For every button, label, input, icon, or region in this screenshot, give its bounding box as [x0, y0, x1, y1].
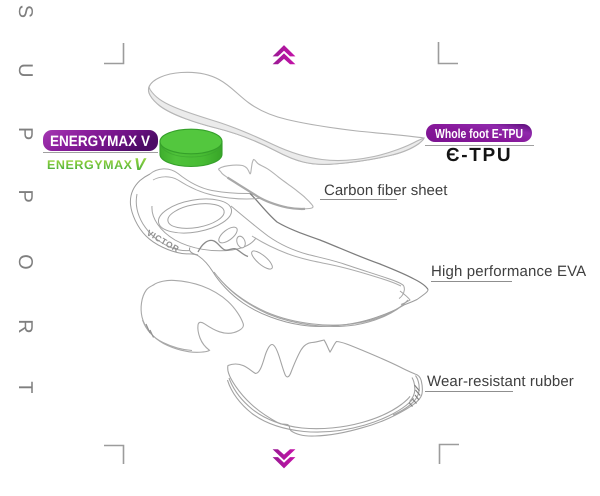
svg-text:P: P	[14, 190, 36, 203]
svg-text:R: R	[14, 319, 36, 333]
svg-text:High performance EVA: High performance EVA	[431, 263, 586, 280]
svg-text:ENERGYMAX: ENERGYMAX	[47, 158, 133, 172]
svg-text:Є-TPU: Є-TPU	[446, 145, 512, 166]
svg-text:P: P	[14, 127, 36, 140]
svg-text:Carbon fiber sheet: Carbon fiber sheet	[324, 182, 448, 199]
svg-text:T: T	[14, 381, 36, 393]
svg-text:U: U	[14, 63, 36, 77]
svg-text:S: S	[14, 5, 36, 18]
svg-text:O: O	[14, 254, 36, 270]
svg-text:ENERGYMAX V: ENERGYMAX V	[50, 133, 150, 150]
svg-text:Whole foot E-TPU: Whole foot E-TPU	[435, 126, 523, 141]
svg-text:Wear-resistant rubber: Wear-resistant rubber	[427, 373, 574, 390]
svg-text:V: V	[134, 155, 147, 174]
